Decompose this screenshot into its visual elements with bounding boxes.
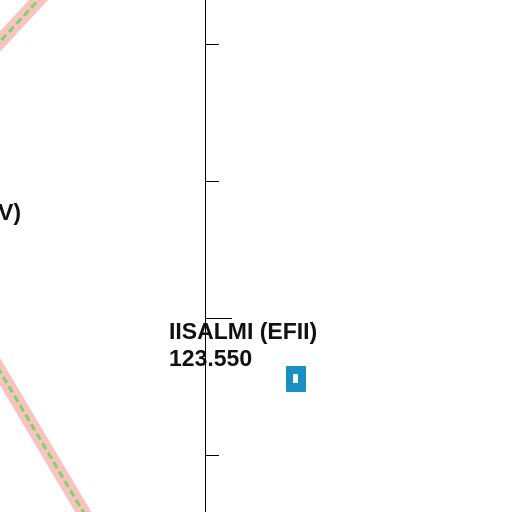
airport-square-icon[interactable] — [286, 366, 306, 392]
meridian-line — [205, 0, 232, 512]
route-segment-bottom-left — [0, 357, 92, 512]
route-segment-top-left — [0, 0, 48, 52]
airport-name-label[interactable]: IISALMI (EFII) — [169, 318, 318, 344]
partial-place-label: V) — [0, 199, 21, 225]
airport-frequency-label: 123.550 — [169, 345, 253, 371]
